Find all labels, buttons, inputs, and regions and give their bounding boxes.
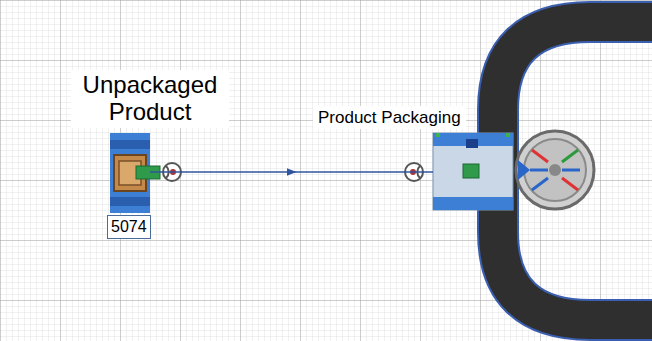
conveyor	[498, 22, 652, 320]
node-heading: Unpackaged Product	[71, 70, 229, 128]
connector-line	[150, 171, 433, 173]
count-value: 5074	[107, 215, 151, 239]
source-node: Unpackaged Product5074	[110, 133, 150, 213]
node-heading: Product Packaging	[313, 106, 466, 129]
dispatcher-symbol	[516, 131, 594, 209]
processor-node: Product Packaging	[433, 133, 513, 210]
processor-object	[433, 133, 513, 210]
source-object	[110, 133, 160, 213]
